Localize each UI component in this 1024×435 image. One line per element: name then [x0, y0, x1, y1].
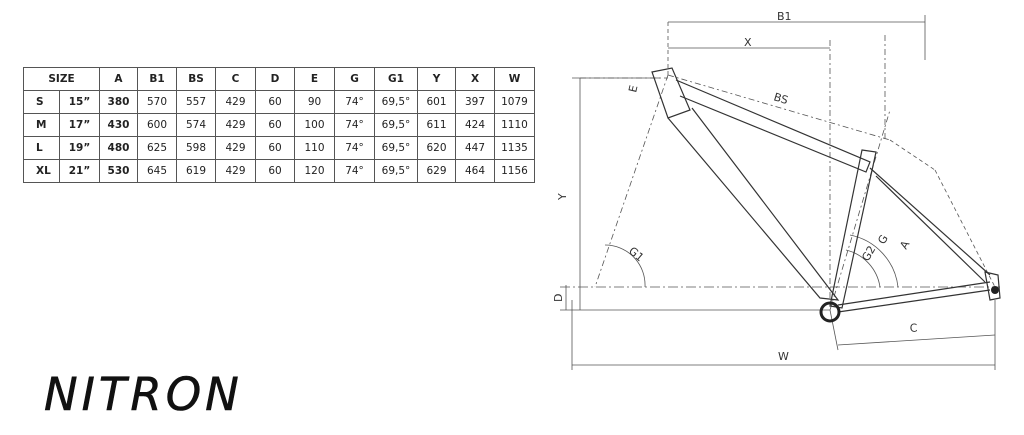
column-header: G1 — [374, 67, 418, 91]
value-cell: 611 — [417, 113, 456, 137]
column-header: G — [334, 67, 375, 91]
rear-axle — [991, 286, 999, 294]
value-cell: 645 — [137, 159, 177, 183]
c-dimension-line — [837, 334, 996, 346]
label-d: D — [552, 294, 565, 302]
value-cell: 69,5° — [374, 159, 418, 183]
chain-stay — [837, 281, 991, 313]
value-cell: 447 — [455, 136, 495, 160]
down-tube — [667, 107, 840, 301]
size-cell: L — [23, 136, 60, 160]
label-y: Y — [556, 193, 569, 201]
value-cell: 74° — [334, 90, 375, 114]
value-cell: 600 — [137, 113, 177, 137]
inch-cell: 17” — [59, 113, 100, 137]
label-a: A — [897, 238, 912, 251]
value-cell: 1110 — [494, 113, 535, 137]
inch-cell: 19” — [59, 136, 100, 160]
value-cell: 60 — [255, 136, 295, 160]
value-cell: 110 — [294, 136, 335, 160]
value-cell: 574 — [176, 113, 216, 137]
value-cell: 100 — [294, 113, 335, 137]
column-header: BS — [176, 67, 216, 91]
column-header: SIZE — [23, 67, 100, 91]
value-cell: 74° — [334, 113, 375, 137]
label-b1: B1 — [777, 10, 792, 23]
bottom-bracket — [819, 301, 841, 323]
value-cell: 530 — [99, 159, 138, 183]
value-cell: 120 — [294, 159, 335, 183]
value-cell: 598 — [176, 136, 216, 160]
value-cell: 464 — [455, 159, 495, 183]
label-g: G — [875, 233, 891, 247]
column-header: W — [494, 67, 535, 91]
value-cell: 429 — [215, 90, 256, 114]
g-angle-arc — [845, 249, 881, 288]
seat-tube — [829, 149, 877, 309]
label-e: E — [626, 84, 640, 94]
value-cell: 69,5° — [374, 90, 418, 114]
value-cell: 424 — [455, 113, 495, 137]
bike-frame — [651, 67, 1001, 313]
value-cell: 1079 — [494, 90, 535, 114]
size-cell: M — [23, 113, 60, 137]
column-header: B1 — [137, 67, 177, 91]
nitron-logo: NITRON — [44, 368, 243, 422]
head-tube — [651, 67, 691, 119]
value-cell: 429 — [215, 159, 256, 183]
value-cell: 69,5° — [374, 136, 418, 160]
label-w: W — [778, 350, 789, 363]
size-cell: S — [23, 90, 60, 114]
value-cell: 557 — [176, 90, 216, 114]
value-cell: 60 — [255, 90, 295, 114]
value-cell: 480 — [99, 136, 138, 160]
value-cell: 397 — [455, 90, 495, 114]
value-cell: 429 — [215, 113, 256, 137]
frame-geometry-diagram: B1 X BS E Y G1 G G2 A D C W — [552, 10, 1001, 370]
top-tube — [675, 79, 871, 173]
value-cell: 74° — [334, 159, 375, 183]
value-cell: 625 — [137, 136, 177, 160]
column-header: X — [455, 67, 495, 91]
value-cell: 429 — [215, 136, 256, 160]
g1-angle-arc — [604, 244, 646, 288]
value-cell: 60 — [255, 159, 295, 183]
inch-cell: 15” — [59, 90, 100, 114]
value-cell: 570 — [137, 90, 177, 114]
value-cell: 619 — [176, 159, 216, 183]
value-cell: 620 — [417, 136, 456, 160]
label-x: X — [744, 36, 752, 49]
value-cell: 1135 — [494, 136, 535, 160]
value-cell: 629 — [417, 159, 456, 183]
g2-angle-arc — [849, 234, 899, 288]
column-header: A — [99, 67, 138, 91]
column-header: Y — [417, 67, 456, 91]
label-bs: BS — [772, 90, 790, 107]
column-header: D — [255, 67, 295, 91]
value-cell: 60 — [255, 113, 295, 137]
value-cell: 74° — [334, 136, 375, 160]
label-g1: G1 — [626, 244, 646, 264]
value-cell: 430 — [99, 113, 138, 137]
rear-dropout — [984, 271, 1001, 301]
value-cell: 69,5° — [374, 113, 418, 137]
value-cell: 90 — [294, 90, 335, 114]
value-cell: 1156 — [494, 159, 535, 183]
inch-cell: 21” — [59, 159, 100, 183]
label-c: C — [909, 321, 918, 335]
size-cell: XL — [23, 159, 60, 183]
column-header: E — [294, 67, 335, 91]
seat-stay — [869, 167, 991, 283]
value-cell: 380 — [99, 90, 138, 114]
bs-dimension-line — [667, 74, 891, 141]
column-header: C — [215, 67, 256, 91]
value-cell: 601 — [417, 90, 456, 114]
